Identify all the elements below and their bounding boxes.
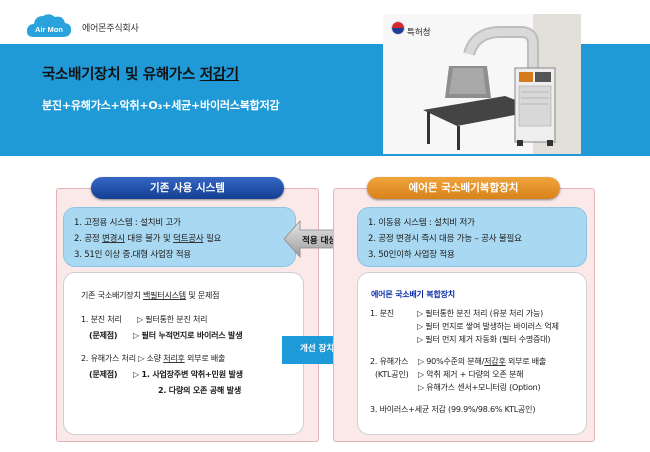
existing-system-details	[63, 272, 304, 435]
existing-item-2-problem-1: ▷ 1. 사업장주변 악취+민원 발생	[133, 370, 243, 379]
existing-system-header: 기존 사용 시스템	[91, 177, 284, 199]
airmon-item-2-line-1: ▷ 90%수준의 분해/저감후 외부로 배출	[418, 357, 547, 366]
page-title: 국소배기장치 및 유해가스 저감기	[42, 63, 239, 84]
airmon-item-3: 3. 바이러스+세균 저감 (99.9%/98.6% KTL공인)	[370, 405, 536, 414]
patent-office-emblem-icon	[391, 21, 405, 35]
existing-item-1: 1. 분진 처리	[81, 315, 122, 324]
summary-line-2: 2. 공정 변경시 대응 불가 및 덕트공사 필요	[74, 234, 222, 244]
patent-office-label: 특허청	[407, 28, 431, 38]
product-illustration	[383, 14, 581, 154]
existing-detail-heading: 기존 국소배기장치 백필터시스템 및 문제점	[81, 291, 220, 300]
airmon-item-2-sub: (KTL공인)	[375, 370, 409, 379]
logo-text: Air Mon	[35, 25, 63, 34]
existing-item-2-problem-label: (문제점)	[89, 370, 118, 379]
improvement-device-label: 개선 장치	[300, 344, 335, 354]
existing-item-1-problem: ▷ 필터 누적먼지로 바이러스 발생	[133, 331, 243, 340]
existing-item-1-problem-label: (문제점)	[89, 331, 118, 340]
company-name: 에어몬주식회사	[82, 24, 139, 34]
summary-line-1: 1. 고정용 시스템 : 설치비 고가	[74, 218, 181, 228]
airmon-item-1: 1. 분진	[370, 309, 394, 318]
airmon-item-2-line-2: ▷ 악취 제거 + 다량의 오존 분해	[418, 370, 524, 379]
page-subtitle: 분진+유해가스+악취+O₃+세균+바이러스복합저감	[42, 99, 280, 112]
airmon-item-1-line-2: ▷ 필터 먼지로 쌓여 발생하는 바이러스 억제	[417, 322, 559, 331]
airmon-summary-line-2: 2. 공정 변경시 즉시 대응 가능 – 공사 불필요	[368, 234, 522, 244]
apply-target-label: 적용 대상	[302, 236, 337, 246]
airmon-item-1-line-1: ▷ 필터통한 분진 처리 (유분 처리 가능)	[417, 309, 544, 318]
airmon-item-1-line-3: ▷ 필터 먼지 제거 자동화 (필터 수명증대)	[417, 335, 551, 344]
airmon-system-summary: 1. 이동용 시스템 : 설치비 저가 2. 공정 변경시 즉시 대응 가능 –…	[357, 207, 587, 267]
airmon-system-details	[357, 272, 587, 435]
airmon-item-2: 2. 유해가스	[370, 357, 409, 366]
existing-system-summary: 1. 고정용 시스템 : 설치비 고가 2. 공정 변경시 대응 불가 및 덕트…	[63, 207, 296, 267]
airmon-summary-line-1: 1. 이동용 시스템 : 설치비 저가	[368, 218, 475, 228]
airmon-detail-heading: 에어몬 국소배기 복합장치	[371, 290, 455, 299]
airmon-item-2-line-3: ▷ 유해가스 센서+모니터링 (Option)	[418, 383, 541, 392]
existing-item-1-desc: ▷ 필터통한 분진 처리	[137, 315, 208, 324]
summary-line-3: 3. 51인 이상 중.대형 사업장 적용	[74, 250, 191, 260]
airmon-summary-line-3: 3. 50인이하 사업장 적용	[368, 250, 455, 260]
existing-item-2-problem-2: 2. 다량의 오존 공해 발생	[158, 386, 241, 395]
existing-item-2: 2. 유해가스 처리 ▷ 소량 처리후 외부로 배출	[81, 354, 226, 363]
airmon-cloud-logo: Air Mon	[26, 14, 72, 38]
title-underlined: 저감기	[199, 67, 239, 83]
title-main: 국소배기장치 및 유해가스	[42, 67, 200, 83]
airmon-system-header: 에어몬 국소배기복합장치	[367, 177, 560, 199]
